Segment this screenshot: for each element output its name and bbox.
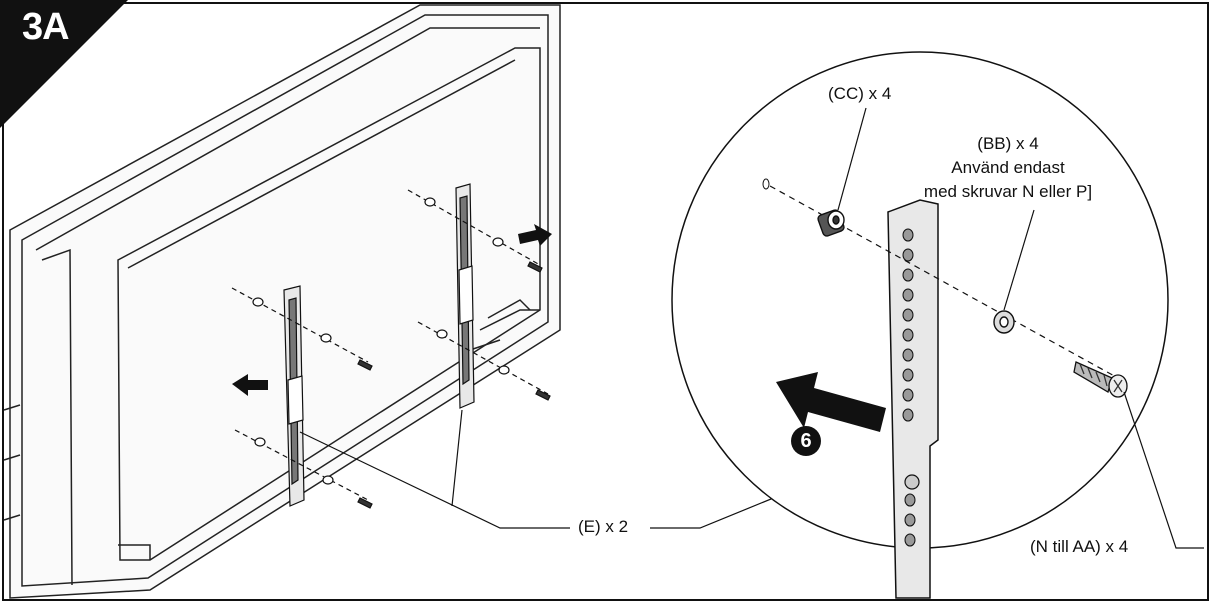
left-direction-arrow bbox=[232, 374, 268, 396]
bb-label-line3: med skruvar N eller P] bbox=[923, 182, 1093, 201]
step-6-badge: 6 bbox=[791, 426, 821, 456]
n-label: (N till AA) x 4 bbox=[1030, 537, 1129, 556]
left-screw-lines bbox=[231, 287, 369, 501]
bb-label-line1: (BB) x 4 bbox=[977, 134, 1039, 153]
right-bracket bbox=[455, 183, 475, 409]
bb-label-line2: Använd endast bbox=[951, 158, 1065, 177]
left-bracket bbox=[283, 285, 305, 507]
e-label: (E) x 2 bbox=[578, 517, 629, 536]
cc-label: (CC) x 4 bbox=[828, 84, 892, 103]
step-badge-triangle bbox=[0, 0, 128, 128]
zoom-direction-arrow bbox=[776, 372, 886, 432]
step-label: 3A bbox=[22, 6, 70, 48]
zoom-bracket-slots bbox=[902, 228, 916, 547]
n-leader bbox=[1123, 391, 1204, 549]
spacer-cc bbox=[817, 209, 845, 237]
washer-bb bbox=[993, 310, 1015, 334]
tv-hardware bbox=[252, 197, 551, 509]
cc-leader bbox=[837, 107, 867, 211]
right-screw-lines bbox=[407, 189, 549, 395]
bb-leader bbox=[1003, 209, 1035, 311]
zoom-hole bbox=[762, 178, 770, 190]
tv-back-panel bbox=[3, 4, 561, 599]
screw-n bbox=[1073, 361, 1128, 398]
right-direction-arrow bbox=[518, 224, 552, 246]
zoom-bracket bbox=[887, 199, 939, 599]
zoom-installed-screw bbox=[904, 474, 920, 490]
zoom-detail bbox=[671, 51, 1169, 599]
